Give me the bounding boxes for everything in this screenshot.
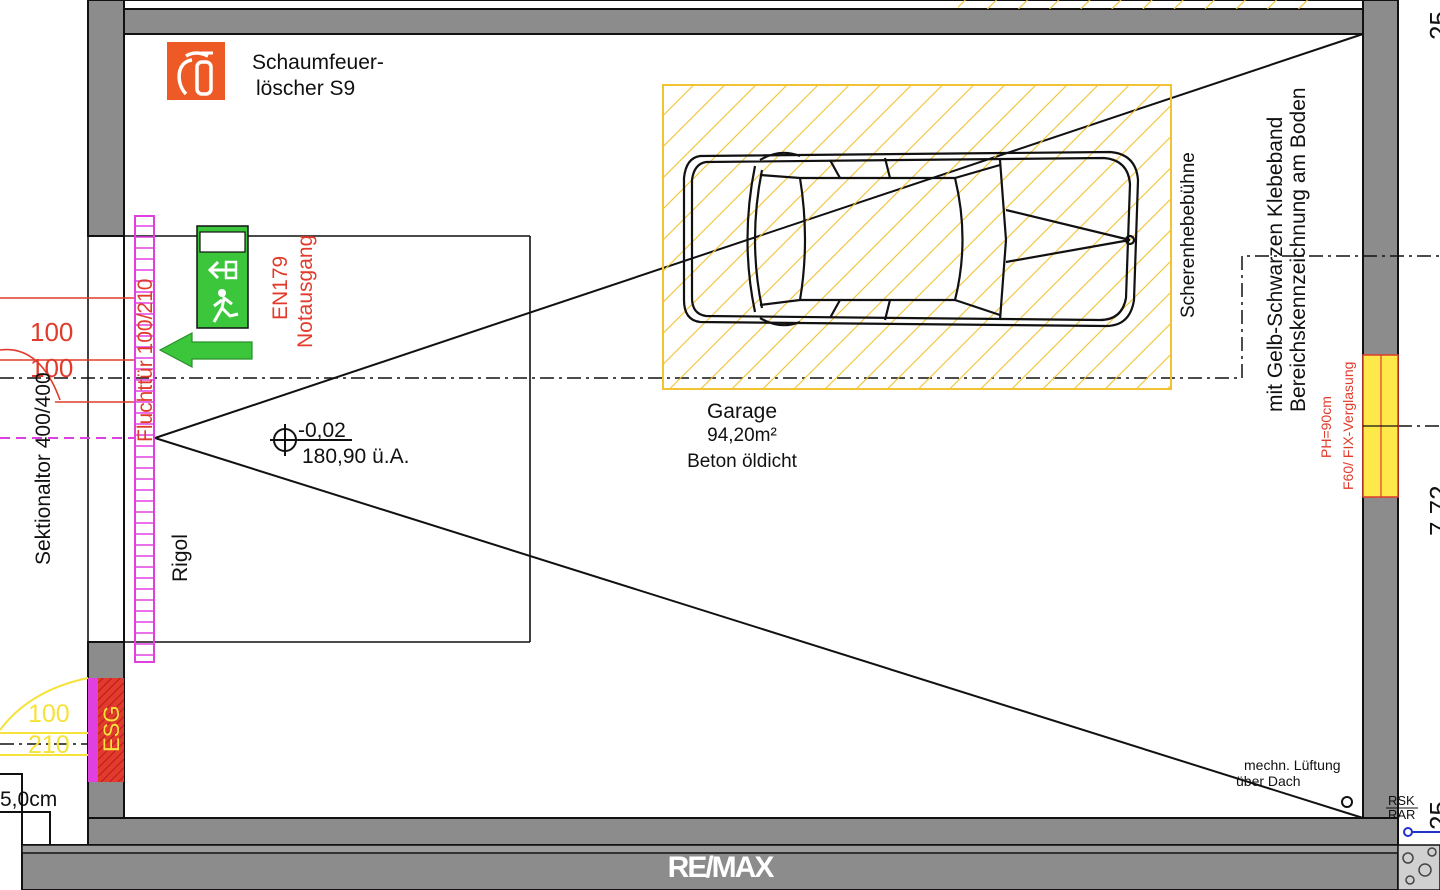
window-height: PH=90cm bbox=[1318, 396, 1334, 458]
escape-door: Fluchttür 100/210 bbox=[134, 215, 157, 663]
door-lower-left: 100 210 ESG bbox=[0, 677, 124, 782]
corner-detail bbox=[0, 773, 51, 845]
ventilation-label-1: mechn. Lüftung bbox=[1244, 757, 1341, 773]
level-absolute: 180,90 ü.A. bbox=[302, 445, 409, 468]
extinguisher-label-2: löscher S9 bbox=[256, 77, 355, 100]
extinguisher-label-1: Schaumfeuer- bbox=[252, 51, 384, 74]
exit-arrow-icon bbox=[158, 332, 253, 368]
car-symbol bbox=[682, 150, 1140, 328]
window-fix-glazing bbox=[1362, 354, 1399, 498]
wall-thickness-label: 5,0cm bbox=[0, 788, 57, 811]
exit-door-code: EN179 bbox=[269, 256, 292, 320]
lift-label: Scherenhebebühne bbox=[1178, 152, 1199, 318]
window-type: F60/ FIX-Verglasung bbox=[1340, 362, 1356, 490]
gate-zone bbox=[87, 235, 531, 643]
gate-label: Sektionaltor 400/400 bbox=[32, 372, 55, 565]
door2-width-bottom: 210 bbox=[28, 731, 70, 759]
door-width-label-bottom: 100 bbox=[30, 353, 73, 383]
door-width-label-top: 100 bbox=[30, 317, 73, 347]
room-area: 94,20m² bbox=[707, 425, 777, 446]
lift-area bbox=[662, 84, 1172, 390]
level-marker-icon bbox=[270, 424, 352, 456]
room-floor: Beton öldicht bbox=[687, 451, 798, 472]
dimension-middle: 7,72 bbox=[1424, 485, 1440, 536]
level-value: -0,02 bbox=[298, 419, 346, 442]
drain-pipe-icon bbox=[1403, 827, 1440, 837]
walls bbox=[21, 0, 1440, 890]
rsk-label: RSK bbox=[1388, 793, 1415, 808]
remax-watermark: RE/MAX bbox=[668, 851, 775, 884]
exit-door-label: Notausgang bbox=[294, 235, 317, 348]
marking-note-2: Bereichskennzeichnung am Boden bbox=[1287, 87, 1310, 412]
ventilation-label-2: über Dach bbox=[1236, 773, 1301, 789]
door2-width-top: 100 bbox=[28, 700, 70, 728]
escape-door-label: Fluchttür 100/210 bbox=[134, 279, 157, 442]
dimension-bottom: 25 bbox=[1424, 801, 1440, 830]
emergency-exit-icon bbox=[196, 225, 249, 329]
fire-extinguisher-icon bbox=[167, 42, 225, 100]
rigol-label: Rigol bbox=[169, 534, 192, 582]
room-name: Garage bbox=[707, 400, 777, 423]
dimension-top: 25 bbox=[1424, 11, 1440, 40]
door-upper-left: 100 100 bbox=[0, 297, 135, 403]
rar-label: RAR bbox=[1388, 807, 1415, 822]
marking-note-1: mit Gelb-Schwarzen Klebeband bbox=[1264, 117, 1287, 412]
top-hatch-strip bbox=[958, 0, 1318, 9]
ventilation-outlet-icon bbox=[1341, 796, 1353, 808]
esg-label: ESG bbox=[99, 706, 124, 752]
